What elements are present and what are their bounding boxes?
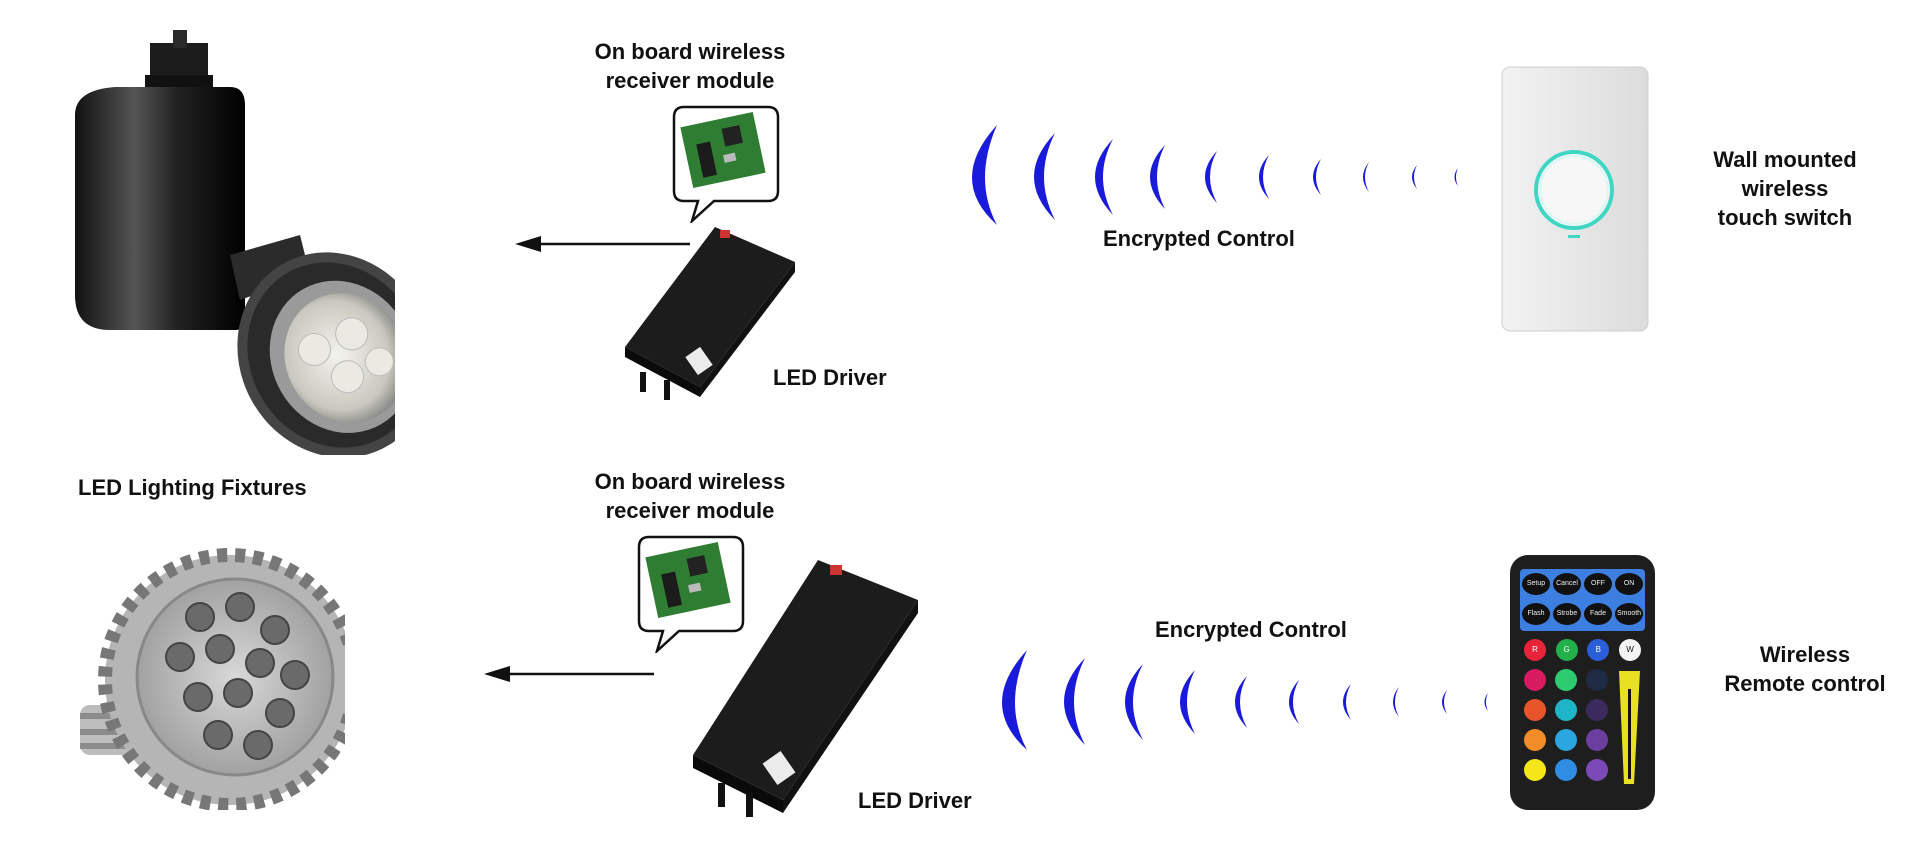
remote-label-line2: Remote control (1724, 671, 1886, 696)
bottom-led-driver-icon (693, 560, 918, 817)
blue-button[interactable]: B (1587, 639, 1610, 661)
setup-button[interactable]: Setup (1522, 573, 1550, 595)
wall-switch-icon (1501, 66, 1649, 332)
remote-color-grid[interactable] (1524, 669, 1641, 789)
switch-label: Wall mounted wireless touch switch (1690, 145, 1880, 232)
bottom-signal-label: Encrypted Control (1155, 617, 1347, 642)
green-button[interactable]: G (1555, 639, 1578, 661)
fixtures-label: LED Lighting Fixtures (78, 475, 307, 500)
top-signal-label: Encrypted Control (1103, 226, 1295, 251)
bottom-driver-label: LED Driver (858, 788, 972, 813)
track-light-icon (75, 30, 395, 455)
remote-row2: Flash Strobe Fade Smooth (1522, 603, 1643, 627)
white-button[interactable]: W (1618, 639, 1641, 661)
bottom-arrow (484, 666, 654, 682)
par-bulb-icon (80, 548, 345, 810)
switch-label-line1: Wall mounted (1713, 147, 1857, 172)
top-signal-waves (972, 125, 1458, 225)
red-button[interactable]: R (1524, 639, 1546, 661)
bottom-module-label-line2: receiver module (605, 498, 775, 523)
remote-label-line1: Wireless (1759, 642, 1851, 667)
off-button[interactable]: OFF (1584, 573, 1612, 595)
top-module-label: On board wireless receiver module (560, 37, 820, 95)
strobe-button[interactable]: Strobe (1553, 603, 1581, 625)
receiver-module-icon (672, 105, 780, 223)
on-button[interactable]: ON (1615, 573, 1643, 595)
remote-row3: R G B W (1524, 639, 1641, 661)
top-module-label-line2: receiver module (605, 68, 775, 93)
top-driver-label: LED Driver (773, 365, 887, 390)
remote-button-panel: Setup Cancel OFF ON Flash Strobe Fade Sm… (1520, 569, 1645, 794)
remote-label: Wireless Remote control (1710, 640, 1900, 698)
top-arrow (515, 236, 690, 252)
bottom-module-label-line1: On board wireless (594, 469, 786, 494)
switch-label-line2: wireless (1741, 176, 1829, 201)
cancel-button[interactable]: Cancel (1553, 573, 1581, 595)
flash-button[interactable]: Flash (1522, 603, 1550, 625)
remote-control-icon: Setup Cancel OFF ON Flash Strobe Fade Sm… (1510, 555, 1655, 810)
remote-row1: Setup Cancel OFF ON (1522, 573, 1643, 597)
top-module-label-line1: On board wireless (594, 39, 786, 64)
bottom-receiver-module-icon (637, 535, 745, 653)
switch-label-line3: touch switch (1717, 205, 1853, 230)
smooth-button[interactable]: Smooth (1615, 603, 1643, 625)
top-led-driver-icon (625, 227, 795, 400)
fade-button[interactable]: Fade (1584, 603, 1612, 625)
bottom-signal-waves (1002, 650, 1488, 750)
bottom-module-label: On board wireless receiver module (560, 467, 820, 525)
